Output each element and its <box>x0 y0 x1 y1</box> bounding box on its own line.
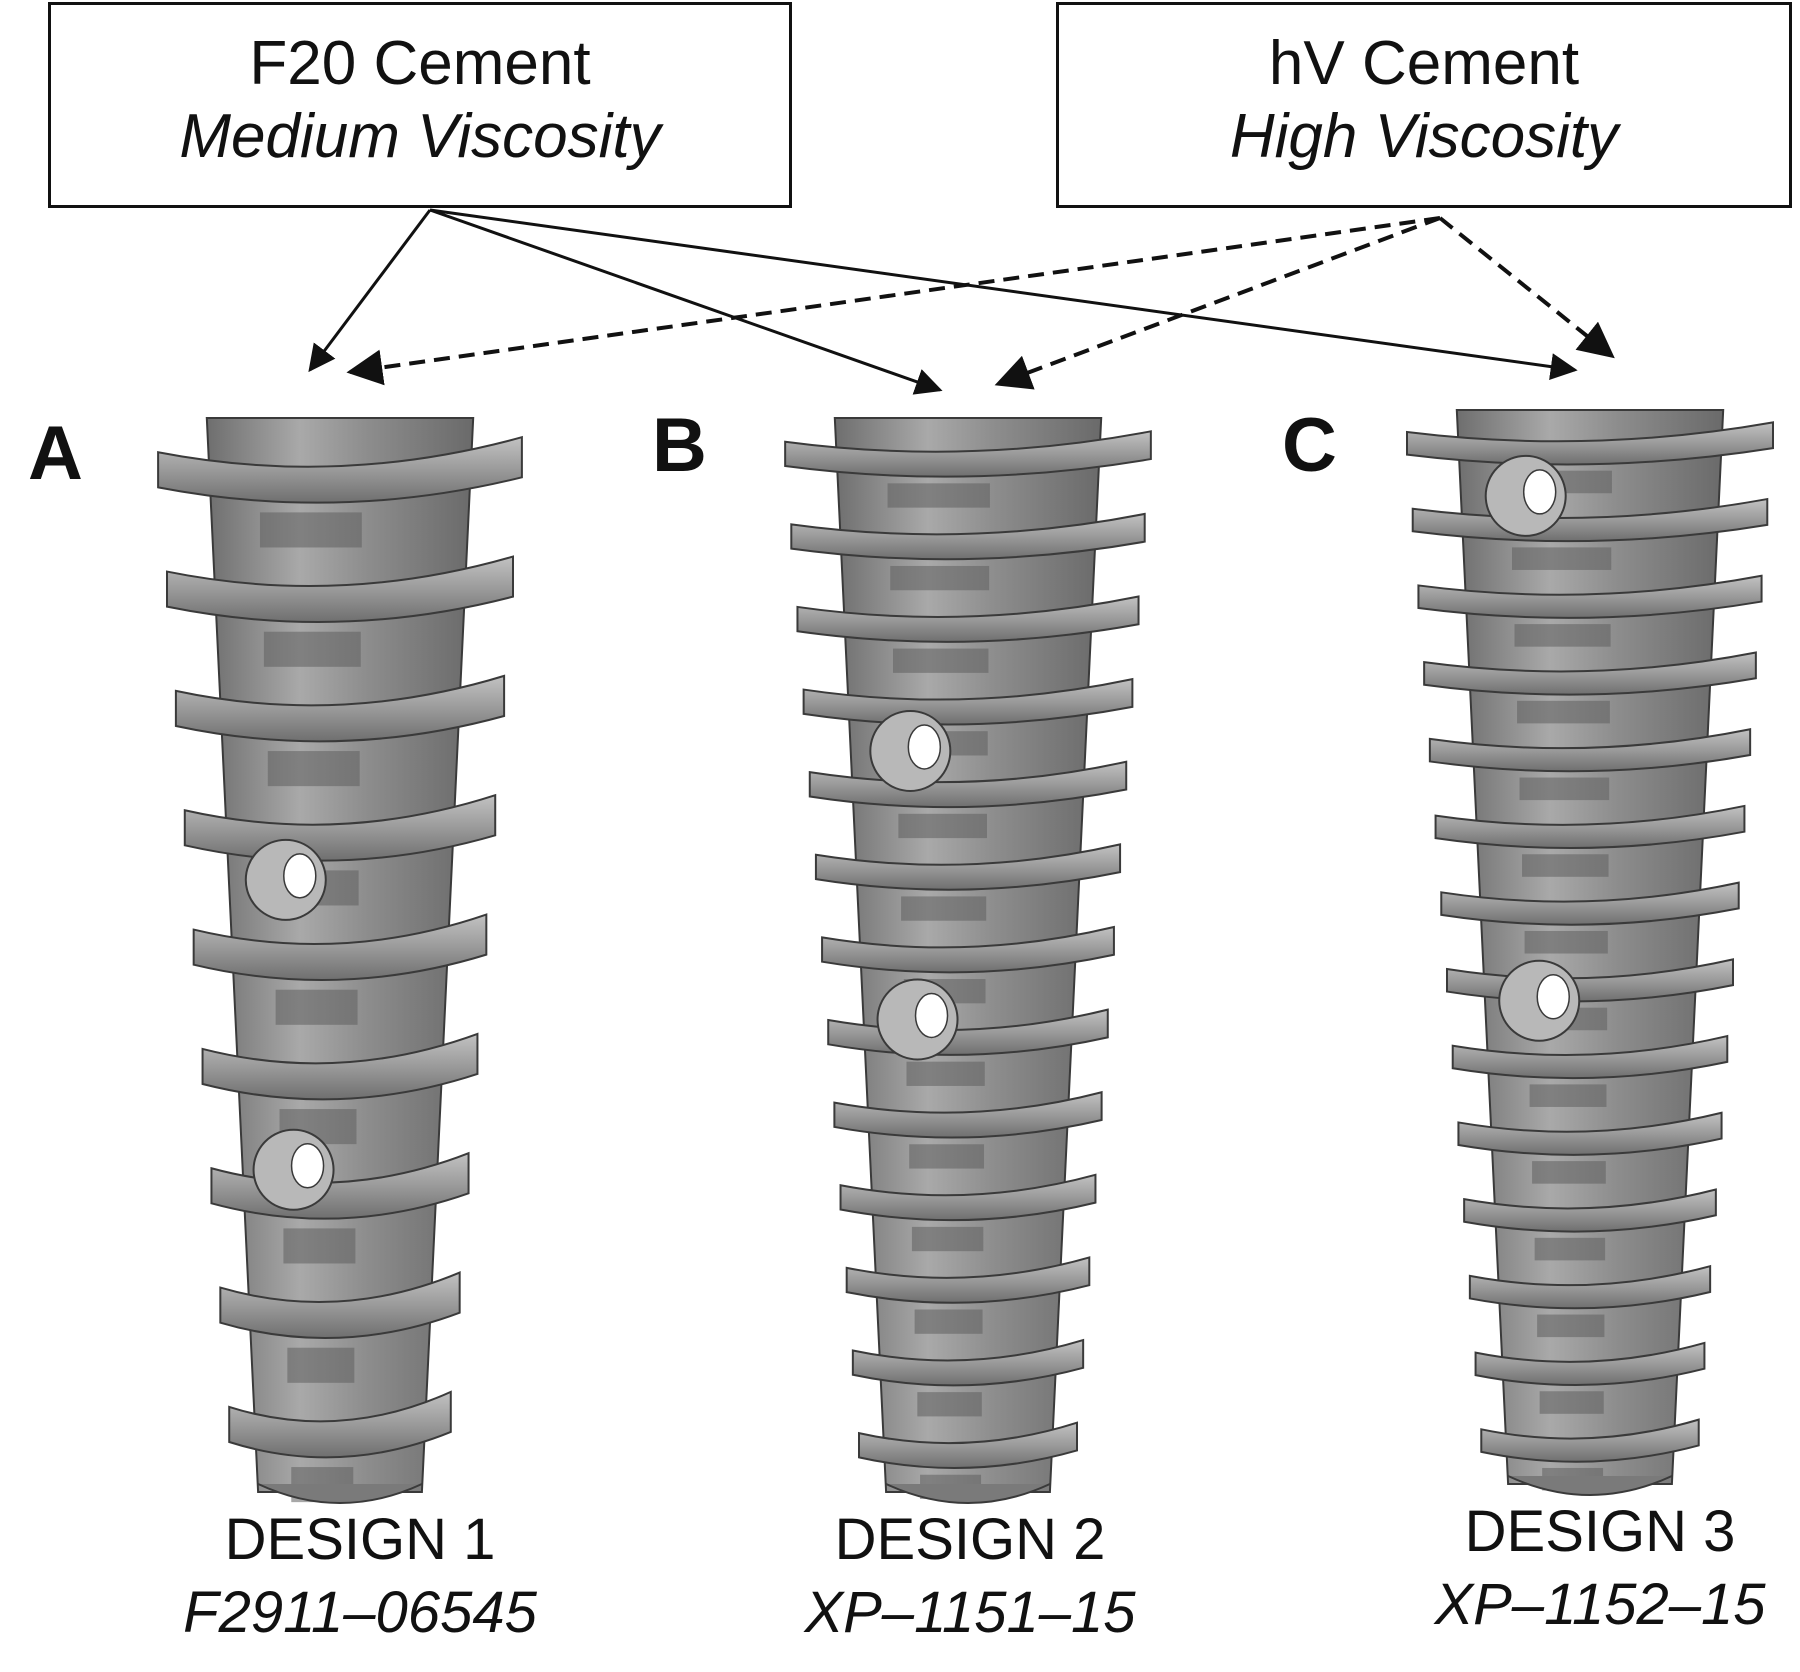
design-2-screw-slot <box>914 1309 983 1334</box>
design-2-screw-thread <box>858 1421 1078 1469</box>
f20-arrows <box>308 208 1578 395</box>
design-1-screw-slot <box>283 1228 356 1264</box>
design-3-label: DESIGN 3 XP–1152–15 <box>1340 1496 1800 1641</box>
design-2-screw-thread <box>821 925 1115 974</box>
design-3-screw-thread <box>1463 1188 1717 1233</box>
design-1-screw-slot <box>287 1347 355 1383</box>
design-3-screw-thread <box>1457 1111 1723 1156</box>
design-2-label: DESIGN 2 XP–1151–15 <box>710 1504 1230 1649</box>
design-1-screw-thread <box>174 674 506 743</box>
design-3-fenestration-opening <box>1536 973 1570 1020</box>
design-3-code: XP–1152–15 <box>1434 1571 1766 1637</box>
design-3-screw-slot <box>1539 1391 1604 1414</box>
design-2-screw-slot <box>917 1392 982 1417</box>
hv-cement-box: hV Cement High Viscosity <box>1056 2 1792 208</box>
hv-cement-name: hV Cement <box>1268 29 1580 98</box>
design-3-screw-thread <box>1480 1418 1700 1463</box>
hv-cement-viscosity: High Viscosity <box>1229 102 1619 172</box>
design-2-screw-slot <box>887 483 990 508</box>
panel-letter-c: C <box>1282 403 1337 488</box>
design-2-fenestration-opening <box>907 724 942 770</box>
design-3-screw-slot <box>1532 1161 1606 1184</box>
design-1-name: DESIGN 1 <box>224 1507 496 1572</box>
design-2-screw-slot <box>911 1226 984 1252</box>
design-3-name: DESIGN 3 <box>1464 1499 1736 1564</box>
design-2-screw-thread <box>833 1090 1103 1139</box>
design-1-screw-slot <box>259 512 362 548</box>
panel-letter-b: B <box>652 403 707 488</box>
design-1-screw-thread <box>201 1032 479 1101</box>
design-3-screw-slot <box>1537 1314 1605 1338</box>
design-3-screw-slot <box>1517 700 1610 724</box>
design-2-screw-slot <box>898 813 987 839</box>
design-3-screw-thread <box>1440 881 1740 926</box>
design-3-screw-thread <box>1451 1034 1729 1080</box>
design-1-fenestration-opening <box>283 853 317 899</box>
design-2-screw-slot <box>892 648 989 673</box>
design-2-code: XP–1151–15 <box>804 1579 1136 1645</box>
design-3-screw-thread <box>1417 574 1763 619</box>
design-3-screw-thread <box>1428 727 1752 773</box>
design-3-screw-slot <box>1514 624 1611 647</box>
design-2-screw-thread <box>796 595 1140 643</box>
design-1-screw-slot <box>267 751 360 787</box>
f20-cement-name: F20 Cement <box>249 29 591 98</box>
design-1-screw-thread <box>228 1390 452 1459</box>
design-2-screw-illustration <box>784 417 1152 1504</box>
design-2-screw-thread <box>851 1338 1085 1387</box>
design-2-screw-slot <box>906 1061 985 1086</box>
design-2-screw-thread <box>814 843 1122 891</box>
design-2-screw-thread <box>790 512 1146 561</box>
hv-arrows <box>346 216 1615 390</box>
f20-cement-box: F20 Cement Medium Viscosity <box>48 2 792 208</box>
design-3-screw-thread <box>1468 1264 1712 1310</box>
design-3-screw-slot <box>1529 1084 1607 1107</box>
design-3-screw-slot <box>1534 1237 1606 1261</box>
arrow-hv-to-design-2 <box>994 216 1441 390</box>
arrow-f20-to-design-3 <box>429 208 1578 381</box>
arrow-hv-to-design-3 <box>1438 216 1615 359</box>
design-2-screw-slot <box>890 565 990 591</box>
design-1-code: F2911–06545 <box>183 1579 537 1645</box>
design-2-screw-thread <box>784 430 1152 478</box>
design-2-screw-tip <box>885 1483 1051 1504</box>
design-3-screw-tip <box>1507 1475 1673 1496</box>
design-2-screw-slot <box>901 896 987 921</box>
design-3-screw-slot <box>1524 930 1608 954</box>
design-3-fenestration-opening <box>1522 469 1557 515</box>
design-1-screw-thread <box>157 435 523 504</box>
design-3-screw-thread <box>1474 1341 1706 1387</box>
design-1-screw-thread <box>166 555 514 623</box>
design-1-screw-illustration <box>157 417 523 1504</box>
design-1-fenestration-opening <box>290 1143 325 1189</box>
design-1-screw-slot <box>263 631 361 667</box>
design-1-screw-slot <box>275 989 358 1025</box>
f20-cement-viscosity: Medium Viscosity <box>179 102 661 172</box>
design-3-screw-thread <box>1434 804 1746 850</box>
arrow-hv-to-design-1 <box>346 216 1441 386</box>
design-2-fenestration-opening <box>914 992 949 1039</box>
design-1-screw-thread <box>192 913 488 982</box>
design-1-screw-thread <box>219 1271 461 1340</box>
design-1-screw-tip <box>257 1483 423 1504</box>
arrow-f20-to-design-1 <box>308 209 432 373</box>
design-3-screw-illustration <box>1406 409 1774 1496</box>
panel-letter-a: A <box>28 411 83 496</box>
design-3-screw-slot <box>1522 854 1609 877</box>
design-2-name: DESIGN 2 <box>834 1507 1106 1572</box>
design-1-label: DESIGN 1 F2911–06545 <box>100 1504 620 1649</box>
design-2-screw-thread <box>839 1173 1097 1222</box>
design-3-screw-slot <box>1511 547 1612 570</box>
design-3-screw-slot <box>1519 777 1610 801</box>
arrow-f20-to-design-2 <box>429 208 943 395</box>
design-2-screw-slot <box>909 1144 985 1169</box>
design-3-screw-thread <box>1423 651 1757 696</box>
design-2-screw-thread <box>845 1256 1091 1304</box>
